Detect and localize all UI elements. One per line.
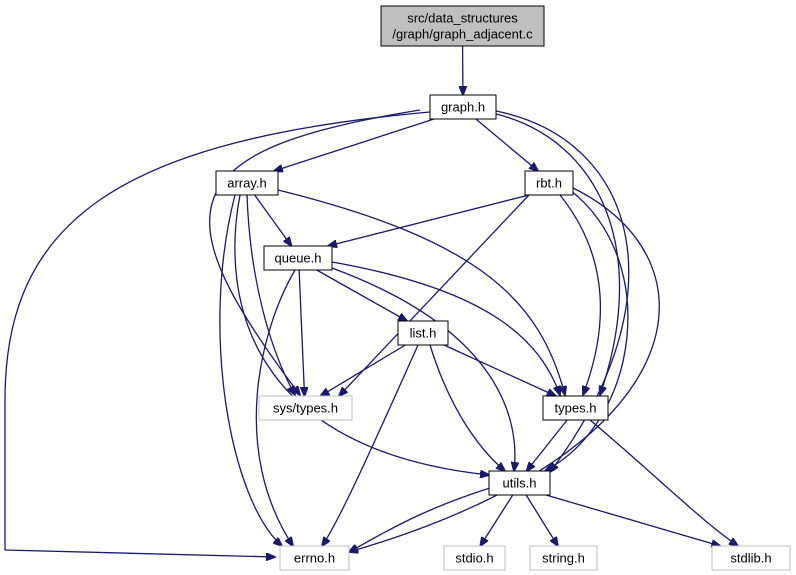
- node-root: src/data_structures/graph/graph_adjacent…: [380, 5, 545, 47]
- edge-graph-h-to-sys-types-h: [208, 109, 421, 395]
- node-label: src/data_structures: [407, 11, 518, 26]
- edge-array-h-to-types-h: [277, 189, 565, 395]
- edge-list-h-to-utils-h: [429, 344, 505, 471]
- node-box: [263, 245, 333, 271]
- edge-array-h-to-errno-h: [219, 194, 282, 546]
- node-stdlib-h[interactable]: stdlib.h: [711, 545, 791, 571]
- node-label: sys/types.h: [273, 401, 338, 416]
- edge-queue-h-to-utils-h: [331, 267, 515, 471]
- edge-array-h-to-queue-h: [254, 194, 292, 246]
- edge-types-h-to-utils-h: [527, 419, 568, 471]
- node-label: string.h: [542, 551, 585, 566]
- edge-rbt-h-to-queue-h: [328, 194, 530, 246]
- edge-list-h-to-errno-h: [322, 344, 419, 546]
- edge-rbt-h-to-types-h: [559, 194, 602, 395]
- edge-graph-h-to-errno-h: [4, 111, 431, 557]
- node-label: stdio.h: [455, 551, 493, 566]
- node-label: errno.h: [294, 551, 335, 566]
- edge-graph-h-to-types-h: [495, 113, 621, 395]
- node-box: [429, 94, 497, 120]
- node-box: [542, 395, 609, 421]
- edge-rbt-h-to-sys-types-h: [339, 194, 530, 396]
- edge-utils-h-to-stdlib-h: [545, 494, 720, 546]
- node-label: utils.h: [503, 476, 537, 491]
- node-types-h[interactable]: types.h: [542, 395, 609, 421]
- edge-graph-h-to-rbt-h: [475, 118, 538, 171]
- node-label: array.h: [227, 176, 267, 191]
- node-utils-h[interactable]: utils.h: [488, 470, 551, 496]
- edge-utils-h-to-string-h: [525, 494, 558, 546]
- edge-list-h-to-sys-types-h: [320, 344, 406, 396]
- node-array-h[interactable]: array.h: [215, 170, 279, 196]
- edge-graph-h-to-array-h: [274, 118, 435, 171]
- node-stdio-h[interactable]: stdio.h: [443, 545, 506, 571]
- node-label: queue.h: [275, 251, 322, 266]
- node-box: [443, 545, 506, 571]
- edge-rbt-h-to-utils-h: [545, 189, 629, 471]
- edge-utils-h-to-errno-h: [349, 487, 491, 552]
- edge-list-h-to-types-h: [443, 344, 556, 396]
- node-rbt-h[interactable]: rbt.h: [524, 170, 574, 196]
- edge-utils-h-to-stdio-h: [480, 494, 514, 546]
- node-box: [397, 320, 449, 346]
- node-box: [529, 545, 598, 571]
- edge-queue-h-to-types-h: [331, 261, 560, 395]
- node-box: [279, 545, 350, 571]
- node-sys-types-h[interactable]: sys/types.h: [258, 395, 353, 421]
- node-graph-h[interactable]: graph.h: [429, 94, 497, 120]
- edge-queue-h-to-errno-h: [255, 269, 296, 546]
- node-box: [524, 170, 574, 196]
- node-label: rbt.h: [536, 176, 562, 191]
- node-box: [711, 545, 791, 571]
- node-label: types.h: [555, 401, 597, 416]
- edge-types-h-to-stdlib-h: [589, 419, 738, 546]
- node-errno-h[interactable]: errno.h: [279, 545, 350, 571]
- edge-queue-h-to-list-h: [316, 269, 407, 321]
- node-label: graph.h: [441, 100, 485, 115]
- node-label: list.h: [410, 326, 437, 341]
- node-box: [488, 470, 551, 496]
- node-queue-h[interactable]: queue.h: [263, 245, 333, 271]
- node-box: [380, 5, 545, 47]
- node-box: [215, 170, 279, 196]
- node-label: stdlib.h: [730, 551, 771, 566]
- node-list-h[interactable]: list.h: [397, 320, 449, 346]
- edge-rbt-h-to-errno-h: [349, 187, 660, 552]
- edge-array-h-to-sys-types-h: [246, 194, 295, 395]
- node-label: /graph/graph_adjacent.c: [392, 27, 533, 42]
- edge-queue-h-to-sys-types-h: [298, 269, 304, 396]
- edges-layer: [4, 45, 738, 557]
- node-box: [258, 395, 353, 421]
- edge-array-h-to-utils-h: [234, 194, 489, 475]
- node-string-h[interactable]: string.h: [529, 545, 598, 571]
- nodes-layer: src/data_structures/graph/graph_adjacent…: [215, 5, 791, 571]
